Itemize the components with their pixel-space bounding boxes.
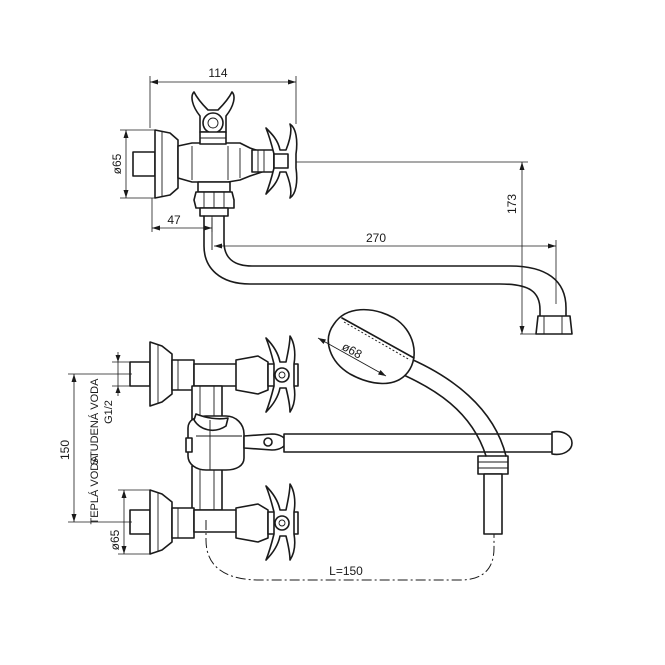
dim-top-width-label: 114 [208, 66, 227, 80]
dim-47: 47 [151, 198, 213, 232]
dim-flange-bottom-label: ø65 [108, 529, 122, 550]
front-view: ø68 L=150 [58, 308, 573, 581]
hose-path [205, 520, 495, 581]
dim-offset-label: 47 [167, 213, 181, 227]
dim-270: 270 [214, 231, 557, 304]
top-right-handle [265, 123, 298, 199]
shower-rail [283, 430, 573, 456]
cold-water-label: STUDENÁ VODA [88, 378, 101, 465]
mixer-body [185, 413, 287, 471]
lower-cross-handle [265, 483, 296, 561]
top-spout [203, 215, 573, 335]
dim-114: 114 [149, 66, 297, 128]
dim-spacing: 150 [58, 373, 132, 523]
upper-cross-handle [265, 335, 296, 413]
dim-173: 173 [296, 161, 536, 335]
shower-arm [391, 355, 507, 457]
hot-water-label: TEPLÁ VODA [88, 455, 101, 525]
dim-spacing-label: 150 [58, 440, 72, 460]
top-swivel-nut [193, 181, 235, 217]
dim-flange-top: ø65 [110, 129, 155, 199]
top-view: 114 ø65 47 270 [110, 66, 573, 335]
dim-thread: G1/2 [103, 352, 132, 424]
dim-hose-length-label: L=150 [329, 564, 363, 578]
dim-flange-top-label: ø65 [110, 153, 124, 174]
top-cross-handle [191, 91, 235, 145]
top-valve-body [177, 142, 275, 183]
dim-spout-length-label: 270 [366, 231, 386, 245]
dim-thread-label: G1/2 [103, 400, 115, 424]
shower-hose-connector [477, 455, 509, 535]
dim-height-label: 173 [505, 194, 519, 214]
top-wall-flange [132, 129, 179, 199]
shower-head [327, 308, 415, 385]
dim-flange-bottom: ø65 [108, 489, 150, 555]
